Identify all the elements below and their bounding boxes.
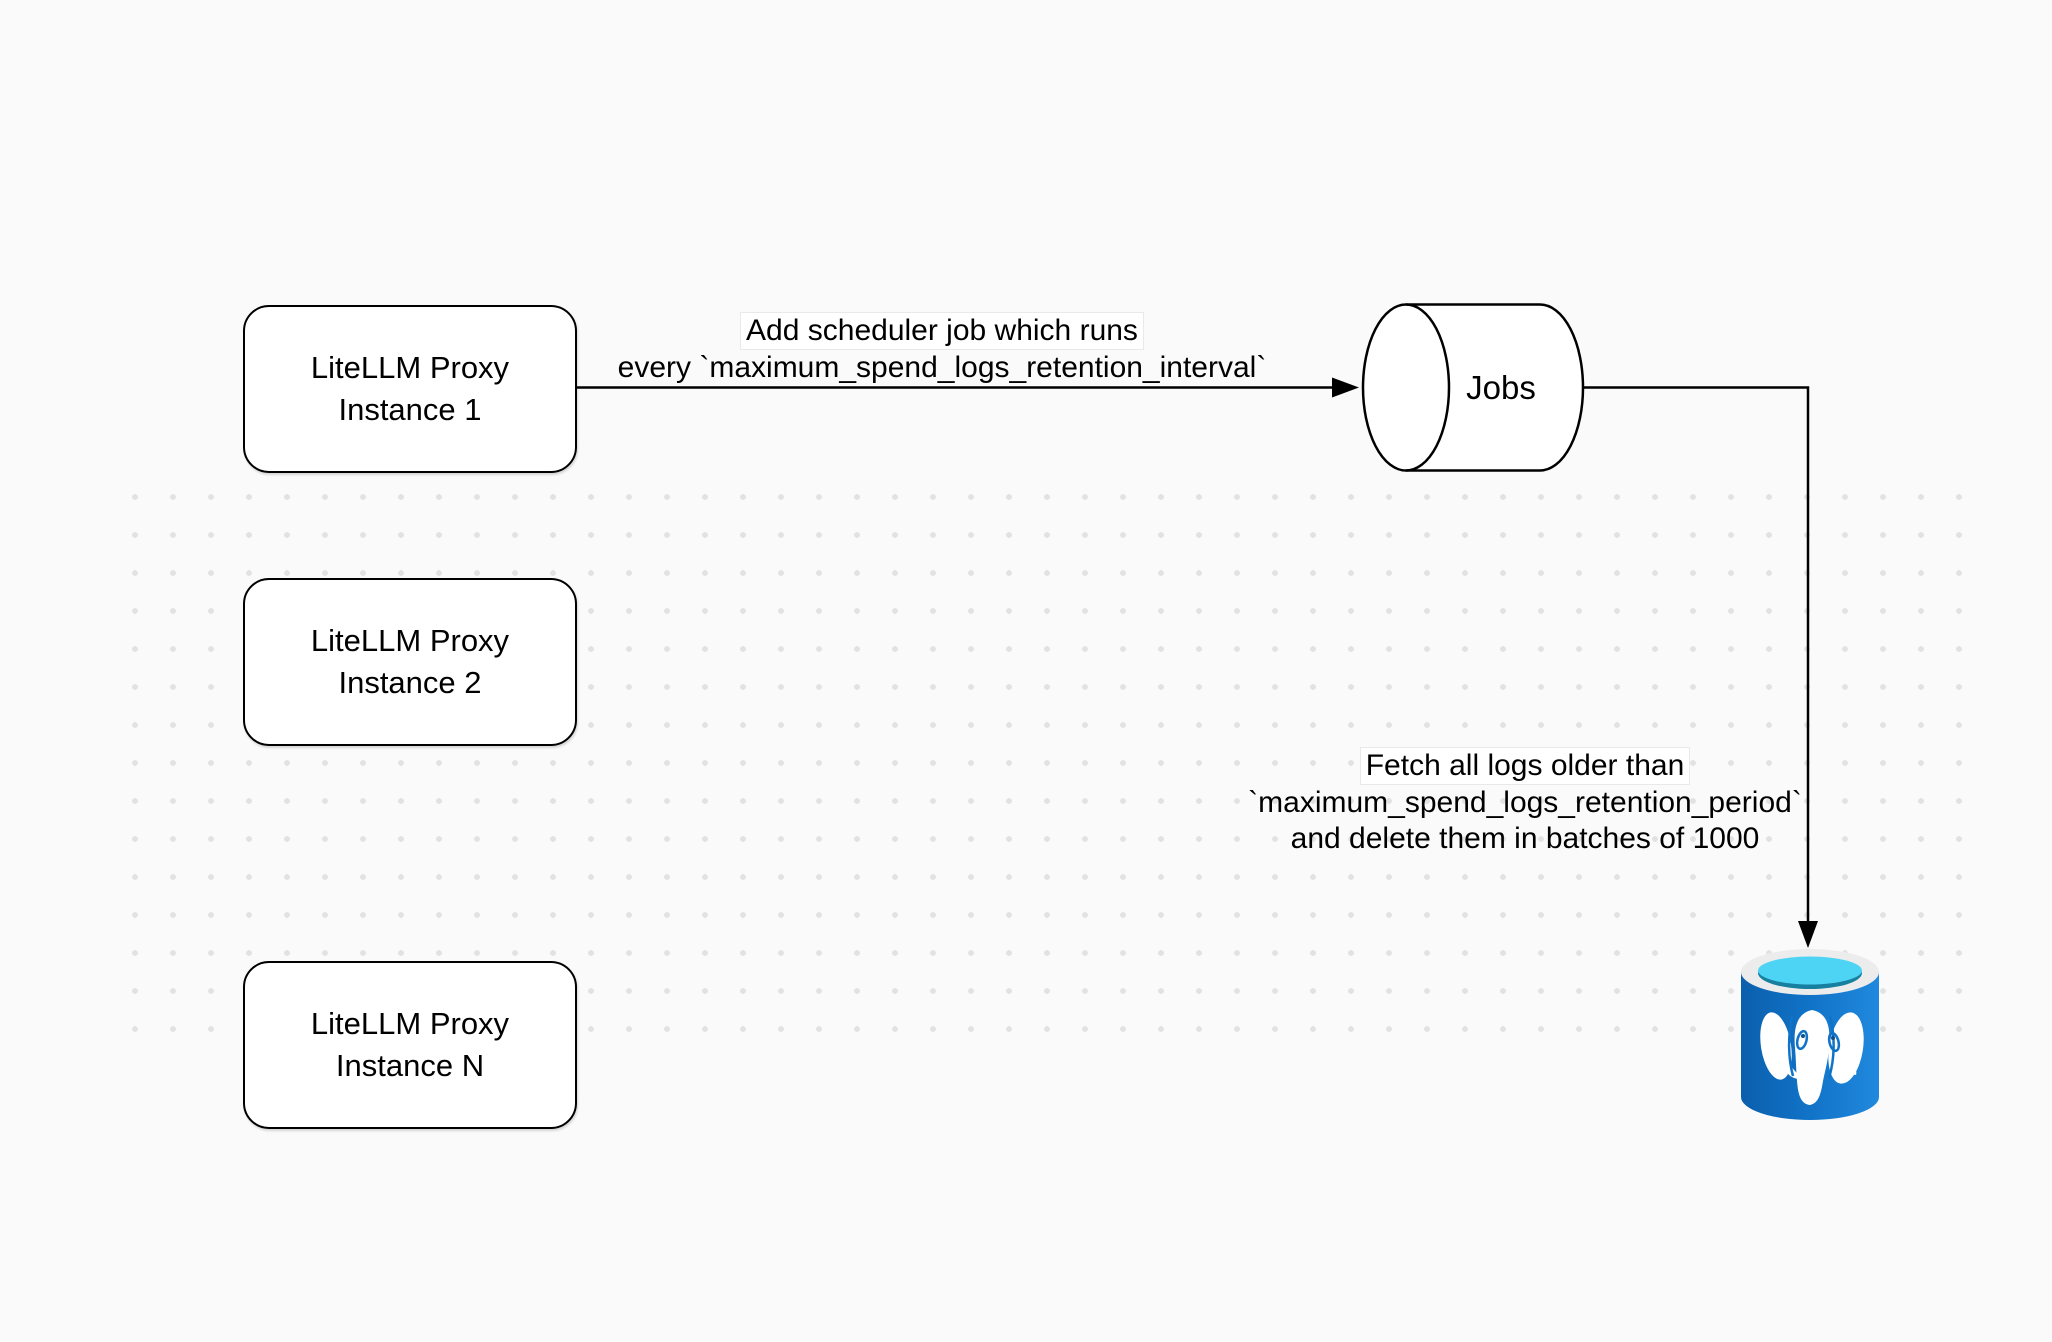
edge-label-fetch-and-delete: Fetch all logs older than `maximum_spend… bbox=[1175, 747, 1875, 857]
postgresql-elephant-icon bbox=[1760, 1010, 1864, 1105]
node-litellm-proxy-instance-1: LiteLLM Proxy Instance 1 bbox=[243, 305, 577, 473]
node-litellm-proxy-instance-n: LiteLLM Proxy Instance N bbox=[243, 961, 577, 1129]
edge-label-add-scheduler-job: Add scheduler job which runs every `maxi… bbox=[592, 312, 1292, 386]
arrow-jobs-to-postgres bbox=[1584, 386, 1818, 948]
arrow-proxy1-to-jobs bbox=[575, 377, 1359, 398]
node-label-line: Instance 2 bbox=[338, 665, 482, 700]
arrowhead-icon bbox=[1332, 377, 1359, 398]
edge-label-line: Fetch all logs older than bbox=[1175, 747, 1875, 785]
edge-label-line: Add scheduler job which runs bbox=[592, 312, 1292, 350]
node-label-line: Instance 1 bbox=[338, 392, 482, 427]
jobs-cylinder-label: Jobs bbox=[1466, 369, 1536, 406]
edge-label-line: and delete them in batches of 1000 bbox=[1290, 822, 1760, 855]
node-label-line: Instance N bbox=[335, 1048, 485, 1083]
arrowhead-icon bbox=[1798, 921, 1818, 948]
node-label-line: LiteLLM Proxy bbox=[310, 623, 510, 658]
jobs-cylinder bbox=[1361, 303, 1585, 472]
node-label-line: LiteLLM Proxy bbox=[310, 1006, 510, 1041]
edge-label-line: every `maximum_spend_logs_retention_inte… bbox=[617, 351, 1267, 384]
edge-label-line: `maximum_spend_logs_retention_period` bbox=[1248, 786, 1802, 819]
postgresql-database-icon bbox=[1741, 949, 1879, 1120]
node-label-line: LiteLLM Proxy bbox=[310, 350, 510, 385]
node-litellm-proxy-instance-2: LiteLLM Proxy Instance 2 bbox=[243, 578, 577, 746]
